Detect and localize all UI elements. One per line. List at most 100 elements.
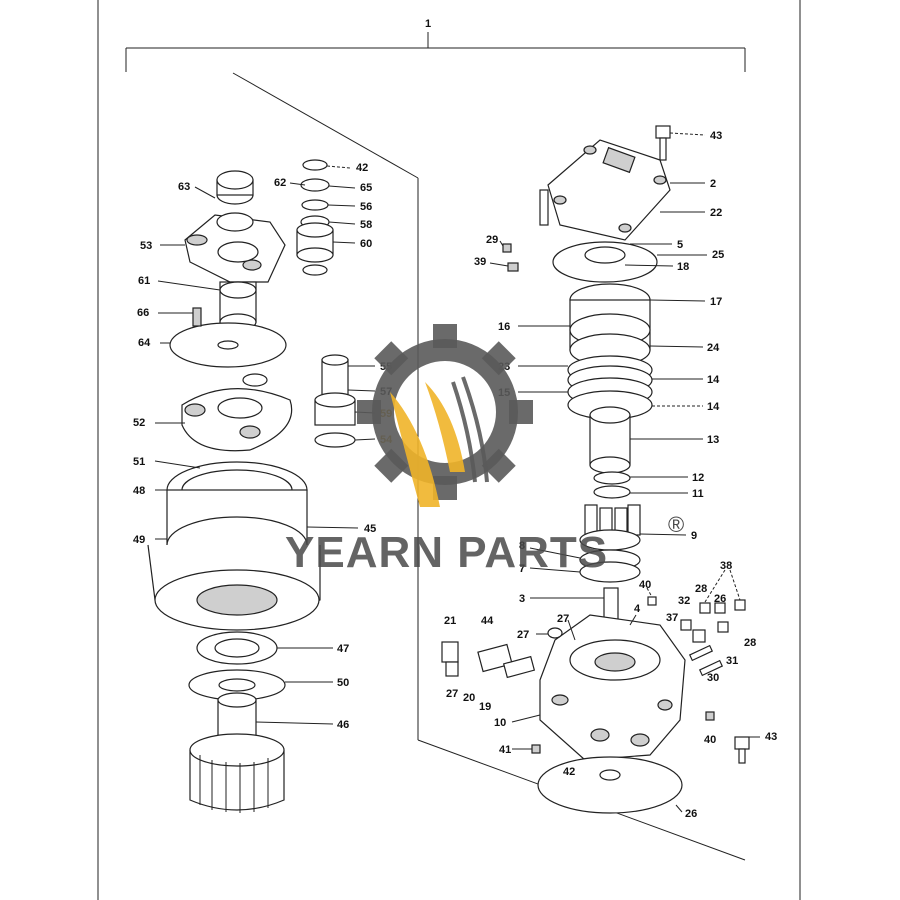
assembly-bracket: 1 — [125, 18, 746, 72]
label-2: 2 — [710, 178, 716, 190]
label-52: 52 — [133, 417, 145, 429]
label-9: 9 — [691, 530, 697, 542]
plug-42 — [599, 769, 621, 781]
label-14-b: 14 — [707, 401, 720, 413]
cylinder-block — [569, 283, 651, 367]
label-51: 51 — [133, 456, 145, 468]
label-5: 5 — [677, 239, 683, 251]
assembly-number-label: 1 — [425, 18, 431, 30]
label-50: 50 — [337, 677, 349, 689]
label-25: 25 — [712, 249, 724, 261]
shaft-61 — [219, 281, 257, 331]
label-42-left: 42 — [356, 162, 368, 174]
pin-66 — [192, 307, 202, 327]
label-30: 30 — [707, 672, 719, 684]
label-62: 62 — [274, 177, 286, 189]
gear-logo-icon — [357, 324, 533, 507]
label-26: 26 — [685, 808, 697, 820]
label-66: 66 — [137, 307, 149, 319]
label-49: 49 — [133, 534, 145, 546]
label-38: 38 — [720, 560, 732, 572]
label-43-bottom: 43 — [765, 731, 777, 743]
relief-valve-21 — [441, 641, 459, 677]
label-12: 12 — [692, 472, 704, 484]
pistons-9 — [579, 504, 641, 551]
valve-cover-2 — [539, 139, 671, 241]
main-housing — [539, 614, 686, 761]
label-39: 39 — [474, 256, 486, 268]
part-39 — [507, 262, 519, 272]
label-24: 24 — [707, 342, 720, 354]
label-61: 61 — [138, 275, 150, 287]
label-37: 37 — [666, 612, 678, 624]
label-17: 17 — [710, 296, 722, 308]
label-44: 44 — [481, 615, 494, 627]
valve-cluster-right — [647, 596, 746, 677]
springs-rings — [567, 355, 653, 420]
label-46: 46 — [337, 719, 349, 731]
carrier-52 — [181, 373, 293, 452]
label-40-lower: 40 — [704, 734, 716, 746]
part-40-lower — [705, 711, 715, 721]
carrier-plate-53 — [184, 212, 286, 283]
label-27-mid: 27 — [517, 629, 529, 641]
brand-text: YEARN PARTS — [285, 528, 608, 577]
bolt-43-bottom — [734, 736, 750, 764]
right-labels: 43 2 22 29 39 5 25 18 17 16 24 23 14 15 … — [444, 130, 777, 820]
sun-gear-shaft — [314, 354, 356, 448]
label-40-top: 40 — [639, 579, 651, 591]
label-7: 7 — [519, 563, 525, 575]
bearing-47 — [196, 631, 278, 665]
label-3: 3 — [519, 593, 525, 605]
label-18: 18 — [677, 261, 689, 273]
label-19: 19 — [479, 701, 491, 713]
label-65: 65 — [360, 182, 372, 194]
o-ring-26 — [537, 756, 683, 814]
gear-63 — [216, 170, 254, 205]
label-27-lower: 27 — [446, 688, 458, 700]
label-29: 29 — [486, 234, 498, 246]
label-56: 56 — [360, 201, 372, 213]
label-58: 58 — [360, 219, 372, 231]
label-13: 13 — [707, 434, 719, 446]
label-28-b: 28 — [744, 637, 756, 649]
plug-27-upper — [547, 627, 563, 639]
brand-watermark: YEARN PARTS ® — [285, 324, 684, 577]
shaft-body-13 — [589, 406, 631, 474]
ring-gear-housing — [147, 461, 321, 631]
label-32: 32 — [678, 595, 690, 607]
label-60: 60 — [360, 238, 372, 250]
left-assembly — [147, 159, 356, 813]
label-53: 53 — [140, 240, 152, 252]
label-22: 22 — [710, 207, 722, 219]
part-12 — [593, 471, 631, 485]
label-63: 63 — [178, 181, 190, 193]
label-27-upper: 27 — [557, 613, 569, 625]
label-20: 20 — [463, 692, 475, 704]
label-41: 41 — [499, 744, 511, 756]
label-48: 48 — [133, 485, 145, 497]
label-8: 8 — [519, 540, 525, 552]
pinion-shaft-46 — [189, 692, 285, 813]
planet-gear-stack — [296, 159, 334, 276]
label-4: 4 — [634, 603, 641, 615]
label-16: 16 — [498, 321, 510, 333]
part-11 — [593, 485, 631, 499]
label-64: 64 — [138, 337, 151, 349]
right-assembly — [441, 125, 750, 814]
registered-mark: ® — [668, 512, 684, 537]
label-28-a: 28 — [695, 583, 707, 595]
label-26-small: 26 — [714, 593, 726, 605]
bolt-43-top — [655, 125, 671, 161]
label-31: 31 — [726, 655, 738, 667]
label-45: 45 — [364, 523, 376, 535]
label-14-a: 14 — [707, 374, 720, 386]
label-21: 21 — [444, 615, 456, 627]
part-41 — [531, 744, 541, 754]
part-29 — [502, 243, 512, 253]
valve-44 — [477, 643, 536, 679]
label-43-top: 43 — [710, 130, 722, 142]
label-10: 10 — [494, 717, 506, 729]
label-11: 11 — [692, 488, 704, 500]
